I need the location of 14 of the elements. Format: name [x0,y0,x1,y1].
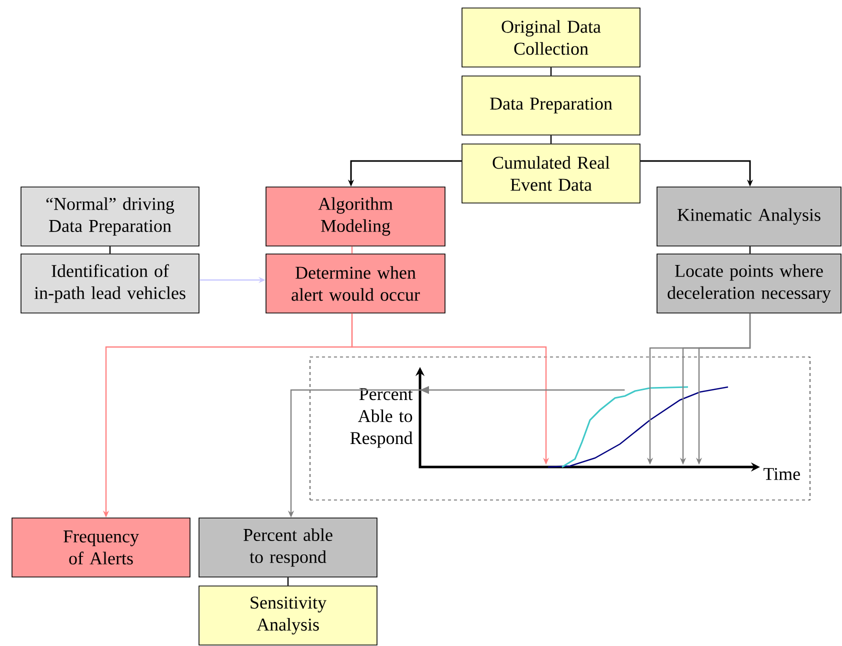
process-box: Data Preparation [462,76,640,136]
process-box: Algorithm Modeling [266,186,446,246]
process-box: Determine when alert would occur [266,254,446,314]
process-box: Frequency of Alerts [12,518,190,578]
process-box: Kinematic Analysis [656,186,842,246]
process-box: Identification of in-path lead vehicles [20,254,200,314]
axis-label: Time [764,468,800,480]
process-box: “Normal” driving Data Preparation [20,186,200,246]
axis-label: Percent Able to Respond [350,388,413,448]
process-box: Original Data Collection [462,8,640,68]
process-box: Locate points where deceleration necessary [656,254,842,314]
process-box: Cumulated Real Event Data [462,144,640,204]
process-box: Percent able to respond [198,518,378,578]
process-box: Sensitivity Analysis [198,586,378,646]
